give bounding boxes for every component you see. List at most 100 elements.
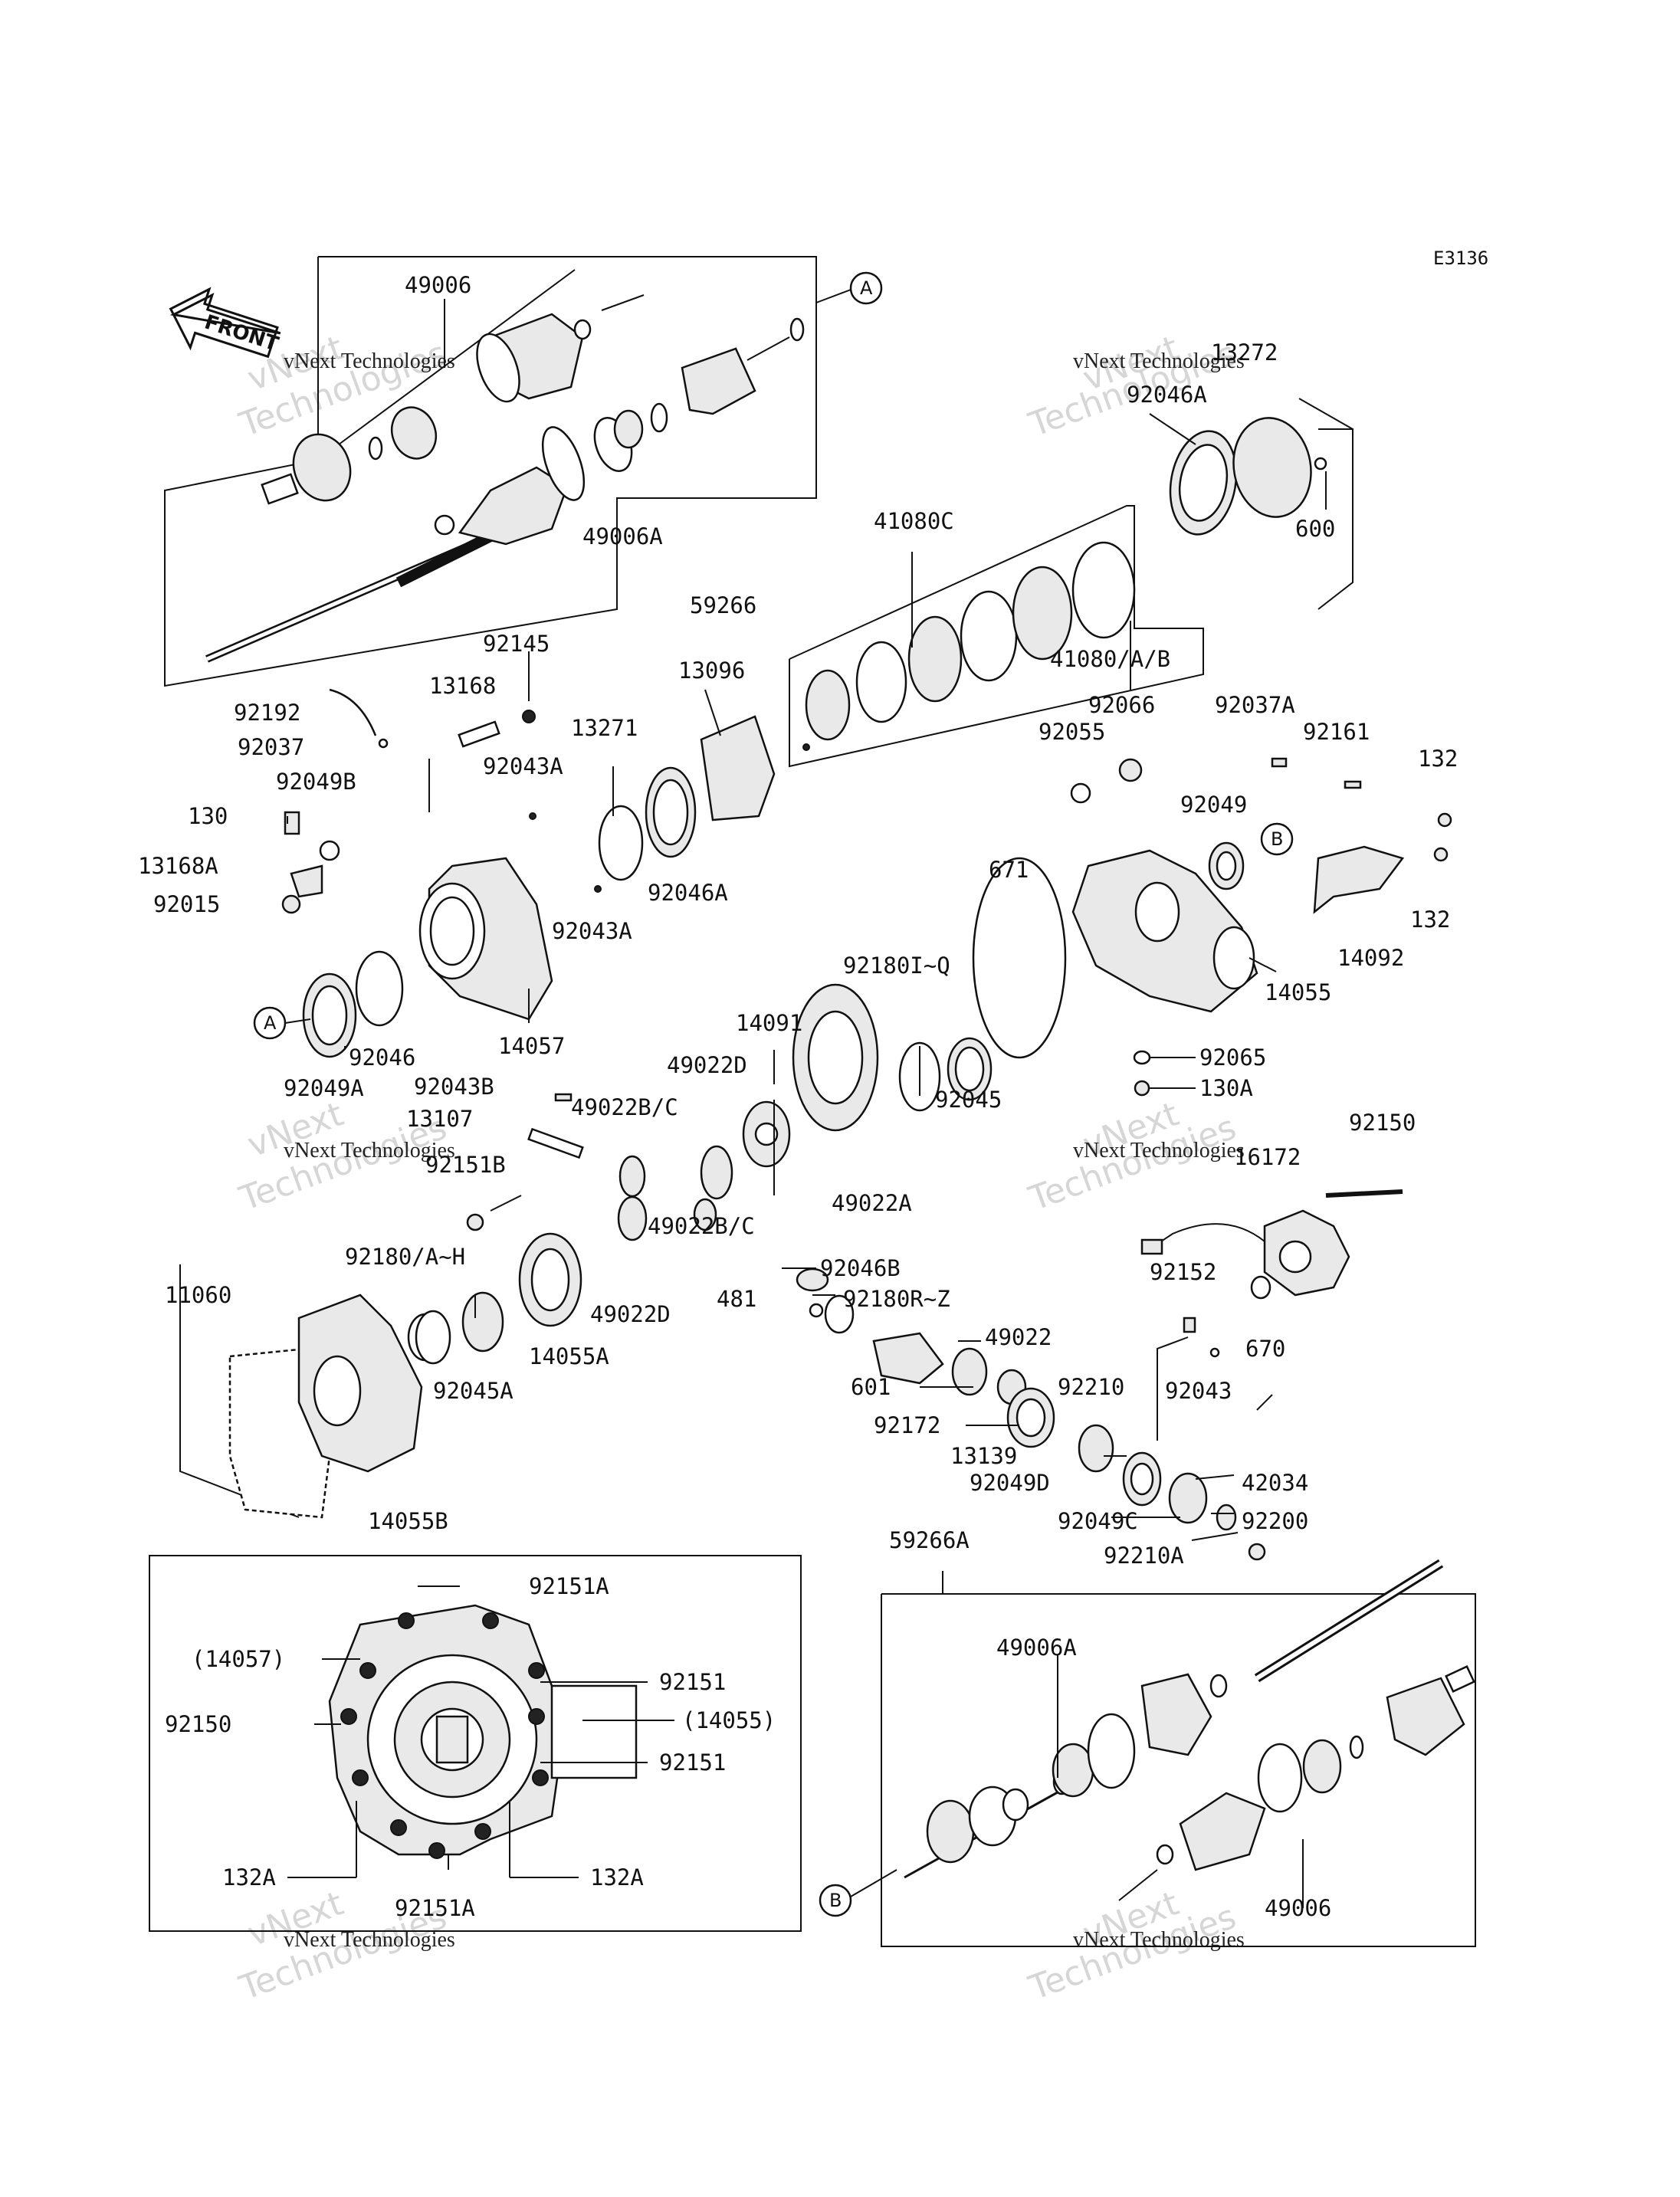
label-49022bc-1[interactable]: 49022B/C [571, 1094, 678, 1120]
label-92046a-mid[interactable]: 92046A [648, 880, 728, 906]
label-13272[interactable]: 13272 [1211, 339, 1278, 366]
label-14091[interactable]: 14091 [736, 1010, 802, 1036]
watermark-text: vNext Technologies [284, 1139, 455, 1162]
housing-14055 [898, 757, 1452, 1112]
label-49022d-1[interactable]: 49022D [667, 1052, 747, 1078]
housing-14055b [179, 1232, 582, 1519]
label-92192[interactable]: 92192 [234, 700, 300, 726]
label-49006a-bottom[interactable]: 49006A [996, 1635, 1077, 1661]
label-132-2[interactable]: 132 [1410, 907, 1450, 933]
leader-lines [287, 299, 1327, 1908]
label-92180ah[interactable]: 92180/A~H [345, 1244, 465, 1270]
housing-14057 [281, 688, 776, 1058]
label-92045a[interactable]: 92045A [433, 1378, 514, 1404]
label-49022[interactable]: 49022 [985, 1324, 1052, 1350]
label-92037a[interactable]: 92037A [1215, 692, 1295, 718]
label-49022bc-2[interactable]: 49022B/C [648, 1213, 755, 1239]
label-14055b[interactable]: 14055B [368, 1508, 448, 1534]
label-92046a-top[interactable]: 92046A [1127, 382, 1207, 408]
label-92145[interactable]: 92145 [483, 631, 550, 657]
label-92046[interactable]: 92046 [349, 1044, 415, 1071]
label-92180rz[interactable]: 92180R~Z [843, 1286, 950, 1312]
label-92151-1[interactable]: 92151 [659, 1669, 726, 1695]
label-13271[interactable]: 13271 [571, 715, 638, 741]
label-13168a[interactable]: 13168A [138, 853, 218, 879]
label-92150-r[interactable]: 92150 [1349, 1110, 1416, 1136]
label-671[interactable]: 671 [989, 857, 1029, 883]
label-92200[interactable]: 92200 [1242, 1508, 1308, 1534]
ref-marker-b-bottom: B [819, 1869, 897, 1917]
label-14055a[interactable]: 14055A [529, 1343, 609, 1369]
svg-text:B: B [829, 1890, 842, 1911]
label-92055[interactable]: 92055 [1039, 719, 1105, 745]
label-49022d-2[interactable]: 49022D [590, 1301, 671, 1327]
differential-group [466, 983, 879, 1241]
label-49006-top[interactable]: 49006 [405, 272, 471, 298]
label-600[interactable]: 600 [1295, 516, 1335, 542]
label-132a-left[interactable]: 132A [222, 1864, 276, 1890]
label-481[interactable]: 481 [717, 1286, 756, 1312]
label-92151a-top[interactable]: 92151A [529, 1573, 609, 1599]
label-92049b[interactable]: 92049B [276, 769, 356, 795]
label-13107[interactable]: 13107 [406, 1106, 473, 1132]
label-14055-paren[interactable]: (14055) [682, 1707, 776, 1733]
label-14057[interactable]: 14057 [498, 1033, 565, 1059]
label-92049c[interactable]: 92049C [1058, 1508, 1138, 1534]
label-41080ab[interactable]: 41080/A/B [1050, 646, 1170, 672]
label-92043[interactable]: 92043 [1165, 1378, 1232, 1404]
label-49022a[interactable]: 49022A [832, 1190, 912, 1216]
label-92151-2[interactable]: 92151 [659, 1749, 726, 1776]
label-92161[interactable]: 92161 [1303, 719, 1370, 745]
part-labels: 49006 49006A 59266 13272 92046A 600 4108… [138, 272, 1458, 1921]
label-13168[interactable]: 13168 [429, 673, 496, 699]
label-42034[interactable]: 42034 [1242, 1470, 1308, 1496]
label-132a-right[interactable]: 132A [590, 1864, 644, 1890]
label-92180iq[interactable]: 92180I~Q [843, 953, 950, 979]
label-59266[interactable]: 59266 [690, 592, 756, 618]
axle-assembly-59266a [881, 1559, 1476, 1947]
label-92043b[interactable]: 92043B [414, 1074, 494, 1100]
label-92151b[interactable]: 92151B [425, 1152, 506, 1178]
label-132-1[interactable]: 132 [1418, 746, 1458, 772]
label-92210[interactable]: 92210 [1058, 1374, 1124, 1400]
pinion-group [796, 1267, 1266, 1561]
label-92046b[interactable]: 92046B [820, 1255, 901, 1281]
label-49006a-top[interactable]: 49006A [582, 523, 663, 549]
label-11060[interactable]: 11060 [165, 1282, 231, 1308]
label-92037[interactable]: 92037 [238, 734, 304, 760]
svg-text:B: B [1271, 828, 1283, 850]
label-92043a-1[interactable]: 92043A [483, 753, 563, 779]
clutch-plate-group-41080 [789, 505, 1204, 768]
label-92151a-bottom[interactable]: 92151A [395, 1895, 475, 1921]
label-59266a[interactable]: 59266A [889, 1527, 970, 1553]
label-92049[interactable]: 92049 [1180, 792, 1247, 818]
label-92065[interactable]: 92065 [1199, 1044, 1266, 1071]
label-41080c[interactable]: 41080C [874, 508, 954, 534]
label-130a[interactable]: 130A [1199, 1075, 1253, 1101]
watermark-text: vNext Technologies [1073, 1139, 1245, 1162]
label-601[interactable]: 601 [851, 1374, 891, 1400]
label-92172[interactable]: 92172 [874, 1412, 940, 1438]
label-92049a[interactable]: 92049A [284, 1075, 364, 1101]
label-13139[interactable]: 13139 [950, 1443, 1017, 1469]
label-92015[interactable]: 92015 [153, 891, 220, 917]
label-14055[interactable]: 14055 [1265, 979, 1331, 1005]
watermark-text: vNext Technologies [1073, 1928, 1245, 1952]
label-130[interactable]: 130 [188, 803, 228, 829]
svg-text:A: A [264, 1012, 277, 1034]
label-92066[interactable]: 92066 [1088, 692, 1155, 718]
label-92152[interactable]: 92152 [1150, 1259, 1216, 1285]
ref-marker-a-left: A [253, 1006, 311, 1040]
label-92049d[interactable]: 92049D [970, 1470, 1050, 1496]
label-49006-bottom[interactable]: 49006 [1265, 1895, 1331, 1921]
label-92210a[interactable]: 92210A [1104, 1543, 1184, 1569]
label-14092[interactable]: 14092 [1337, 945, 1404, 971]
label-92150-box[interactable]: 92150 [165, 1711, 231, 1737]
label-13096[interactable]: 13096 [678, 657, 745, 684]
label-16172[interactable]: 16172 [1234, 1144, 1301, 1170]
label-92045[interactable]: 92045 [935, 1087, 1002, 1113]
label-670[interactable]: 670 [1245, 1336, 1285, 1362]
label-14057-paren[interactable]: (14057) [192, 1646, 285, 1672]
label-92043a-2[interactable]: 92043A [552, 918, 632, 944]
